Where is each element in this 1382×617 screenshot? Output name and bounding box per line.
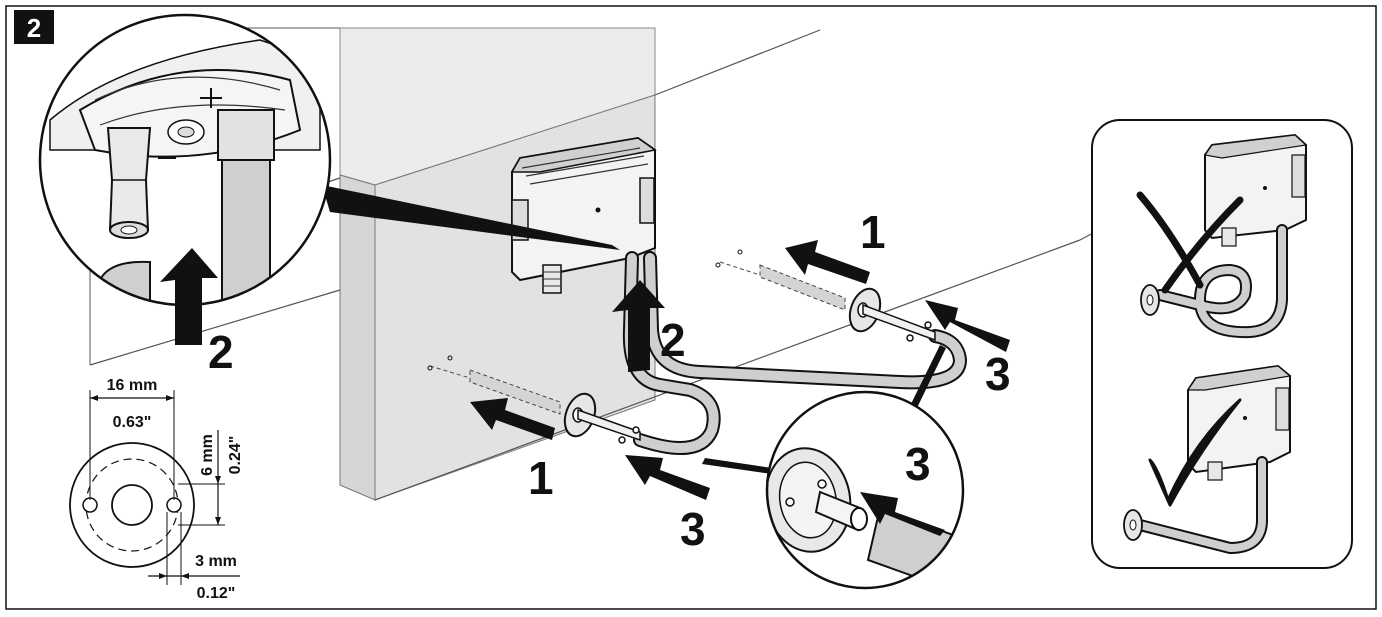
zoom-pointer-top bbox=[322, 185, 620, 250]
arrow-1-top-icon bbox=[785, 240, 870, 284]
dim-width-mm: 16 mm bbox=[107, 377, 158, 394]
step-badge: 2 bbox=[14, 10, 54, 44]
dim-width-in: 0.63" bbox=[113, 414, 152, 431]
arrow-3-bottom-label: 3 bbox=[680, 503, 706, 555]
zoom-circle-top bbox=[38, 13, 332, 307]
comparison-panel bbox=[1091, 119, 1353, 569]
arrow-3-zoom-icon bbox=[860, 492, 945, 536]
figure-frame bbox=[5, 5, 1377, 610]
zoom-pointer-bottom-b bbox=[908, 345, 946, 412]
flange-dimension-drawing: 16 mm 0.63" 6 mm 0.24" 3 mm 0.12" bbox=[69, 377, 244, 602]
dim-height-in: 0.24" bbox=[227, 436, 244, 475]
dim-height-mm: 6 mm bbox=[199, 434, 216, 476]
sensor-device bbox=[510, 136, 657, 294]
step-badge-label: 2 bbox=[27, 13, 41, 43]
check-mark-icon bbox=[1148, 398, 1242, 507]
arrow-2-main-icon bbox=[612, 280, 665, 372]
arrow-2-zoom-label: 2 bbox=[208, 326, 234, 378]
arrow-1-bottom-label: 1 bbox=[528, 452, 554, 504]
arrow-3-bottom-icon bbox=[625, 455, 710, 500]
cross-mark-icon bbox=[1136, 191, 1244, 294]
zoom-pointer-bottom-a bbox=[702, 458, 772, 474]
wrong-installation bbox=[1140, 133, 1308, 339]
arrow-1-top-label: 1 bbox=[860, 206, 886, 258]
flange-top bbox=[715, 249, 936, 342]
flange-bottom bbox=[427, 355, 641, 444]
arrow-1-bottom-icon bbox=[470, 398, 555, 440]
dim-hole-mm: 3 mm bbox=[195, 553, 237, 570]
arrow-3-right-icon bbox=[925, 300, 1010, 352]
arrow-3-zoom-label: 3 bbox=[905, 438, 931, 490]
zoom-circle-bottom bbox=[765, 390, 965, 590]
arrow-3-right-label: 3 bbox=[985, 348, 1011, 400]
arrow-2-main-label: 2 bbox=[660, 314, 686, 366]
dim-hole-in: 0.12" bbox=[197, 585, 236, 602]
arrow-2-zoom-icon bbox=[160, 248, 218, 345]
correct-installation bbox=[1123, 364, 1292, 555]
